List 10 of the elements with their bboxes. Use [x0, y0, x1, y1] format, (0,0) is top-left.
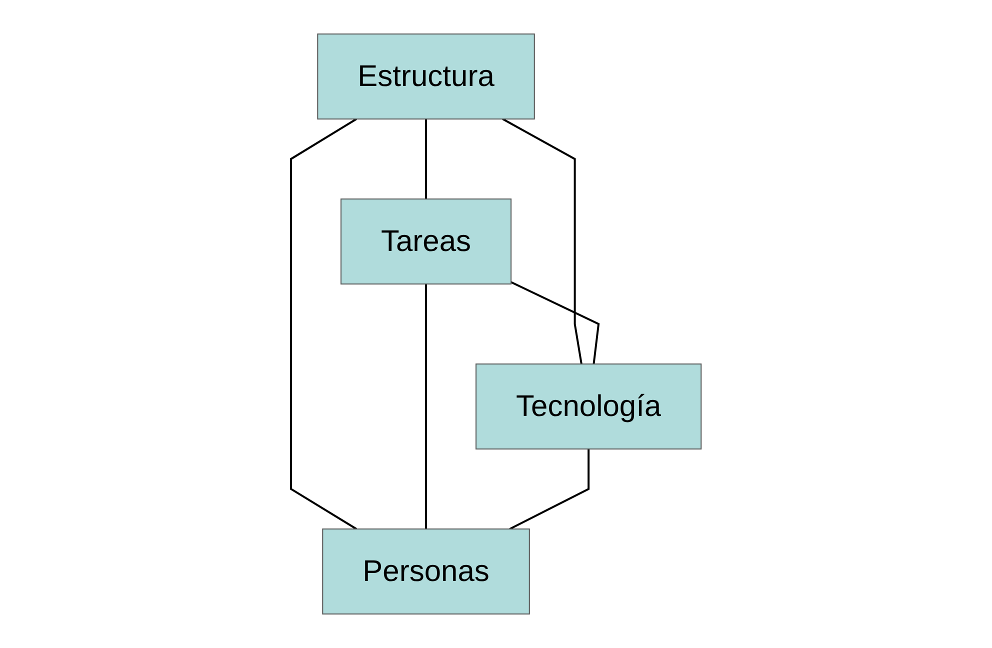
connector: [424, 119, 427, 199]
node-box: Personas: [322, 528, 530, 614]
connector: [424, 284, 427, 529]
node-box: Tareas: [340, 198, 512, 284]
connector: [509, 449, 590, 530]
node-box: Tecnología: [475, 364, 702, 450]
connector: [290, 118, 357, 530]
connector: [510, 281, 600, 364]
connector: [502, 118, 582, 364]
node-box: Estructura: [317, 34, 535, 120]
